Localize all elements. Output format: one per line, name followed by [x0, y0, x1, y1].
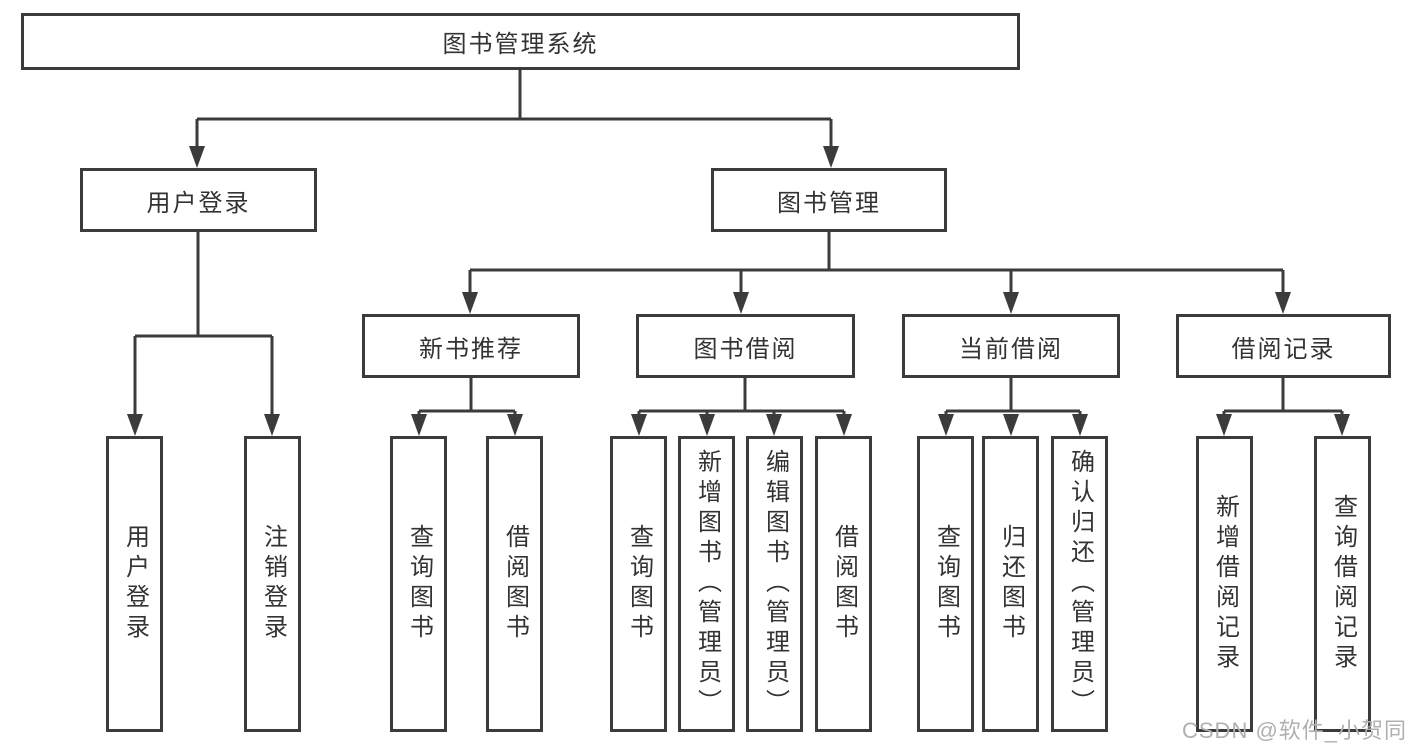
leaf-query-borrow-record-label: 查询借阅记录	[1329, 494, 1357, 674]
leaf-add-borrow-record: 新增借阅记录	[1196, 436, 1253, 732]
node-current-borrow-label: 当前借阅	[959, 335, 1063, 363]
node-user-login: 用户登录	[80, 168, 317, 232]
node-user-login-label: 用户登录	[146, 189, 251, 217]
node-borrow-records-label: 借阅记录	[1231, 335, 1336, 363]
leaf-confirm-return-admin-label: 确认归还（管理员）	[1066, 449, 1094, 719]
node-borrow-records: 借阅记录	[1176, 314, 1391, 378]
leaf-edit-book-admin: 编辑图书（管理员）	[746, 436, 803, 732]
leaf-logout-label: 注销登录	[259, 524, 287, 644]
leaf-user-login: 用户登录	[106, 436, 163, 732]
node-root: 图书管理系统	[21, 13, 1020, 70]
leaf-query-books-borrow-label: 查询图书	[625, 524, 653, 644]
leaf-query-books-borrow: 查询图书	[610, 436, 667, 732]
node-current-borrow: 当前借阅	[902, 314, 1120, 378]
leaf-return-books: 归还图书	[982, 436, 1039, 732]
leaf-confirm-return-admin: 确认归还（管理员）	[1051, 436, 1108, 732]
leaf-logout: 注销登录	[244, 436, 301, 732]
leaf-query-borrow-record: 查询借阅记录	[1314, 436, 1371, 732]
leaf-edit-book-admin-label: 编辑图书（管理员）	[761, 449, 789, 719]
csdn-watermark: CSDN @软件_小贺同学	[1182, 718, 1405, 743]
leaf-add-borrow-record-label: 新增借阅记录	[1211, 494, 1239, 674]
node-root-label: 图书管理系统	[442, 31, 599, 58]
node-new-book-recommend: 新书推荐	[362, 314, 580, 378]
leaf-user-login-label: 用户登录	[121, 524, 149, 644]
leaf-query-books-recommend-label: 查询图书	[405, 524, 433, 644]
leaf-add-book-admin: 新增图书（管理员）	[678, 436, 735, 732]
leaf-borrow-books-recommend-label: 借阅图书	[501, 524, 529, 644]
leaf-add-book-admin-label: 新增图书（管理员）	[693, 449, 721, 719]
node-book-management: 图书管理	[711, 168, 947, 232]
node-book-borrow: 图书借阅	[636, 314, 855, 378]
node-new-book-recommend-label: 新书推荐	[419, 335, 523, 363]
leaf-query-books-recommend: 查询图书	[390, 436, 447, 732]
leaf-query-books-current: 查询图书	[917, 436, 974, 732]
leaf-borrow-books-recommend: 借阅图书	[486, 436, 543, 732]
leaf-query-books-current-label: 查询图书	[932, 524, 960, 644]
leaf-borrow-books-label: 借阅图书	[830, 524, 858, 644]
leaf-return-books-label: 归还图书	[997, 524, 1025, 644]
leaf-borrow-books: 借阅图书	[815, 436, 872, 732]
node-book-borrow-label: 图书借阅	[693, 335, 798, 363]
node-book-management-label: 图书管理	[777, 189, 881, 217]
